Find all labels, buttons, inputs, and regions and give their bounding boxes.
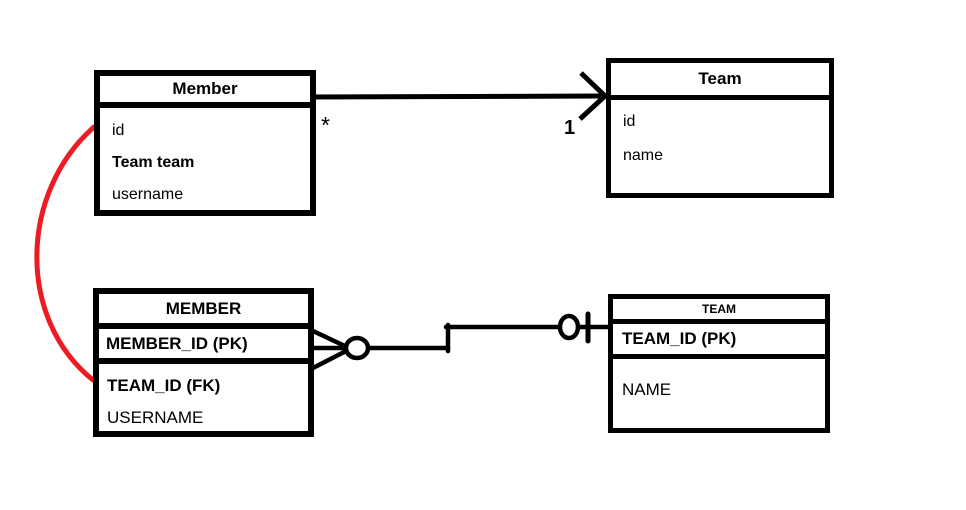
erd-member-primary-key: MEMBER_ID (PK) bbox=[99, 329, 308, 364]
erd-team-primary-key: TEAM_ID (PK) bbox=[613, 324, 825, 359]
uml-class-team-title: Team bbox=[611, 63, 829, 100]
red-highlight-curve bbox=[34, 124, 97, 383]
uml-field-id: id bbox=[112, 122, 125, 139]
erd-team-columns: NAME bbox=[613, 359, 825, 399]
association-arrowhead-icon bbox=[578, 71, 609, 121]
erd-table-member: MEMBER MEMBER_ID (PK) TEAM_ID (FK) USERN… bbox=[93, 288, 314, 437]
crows-foot-prong-bottom bbox=[310, 347, 351, 371]
erd-column-name: NAME bbox=[622, 380, 672, 399]
erd-column-username: USERNAME bbox=[107, 408, 204, 427]
uml-class-team-fields: id name bbox=[611, 100, 829, 173]
erd-relationship-line bbox=[310, 311, 613, 371]
uml-field-team-team: Team team bbox=[112, 154, 195, 171]
erd-table-team: TEAM TEAM_ID (PK) NAME bbox=[608, 294, 830, 433]
uml-class-team: Team id name bbox=[606, 58, 834, 198]
optional-circle-team-side bbox=[557, 313, 581, 341]
crows-foot-prong-top bbox=[310, 328, 350, 350]
uml-class-member-title: Member bbox=[100, 76, 310, 108]
erd-table-team-title: TEAM bbox=[613, 299, 825, 324]
association-shaft bbox=[311, 93, 604, 100]
uml-class-member-fields: id Team team username bbox=[100, 108, 310, 211]
uml-field-username: username bbox=[112, 186, 184, 203]
uml-field-team-name: name bbox=[623, 147, 664, 164]
multiplicity-one-label: 1 bbox=[564, 117, 576, 139]
erd-column-team-id-fk: TEAM_ID (FK) bbox=[107, 376, 221, 395]
uml-field-team-id: id bbox=[623, 113, 636, 130]
erd-member-columns: TEAM_ID (FK) USERNAME bbox=[99, 364, 308, 434]
uml-association-line bbox=[311, 71, 609, 121]
optional-circle-member-side bbox=[343, 335, 371, 361]
uml-class-member: Member id Team team username bbox=[94, 70, 316, 216]
erd-table-member-title: MEMBER bbox=[99, 294, 308, 329]
multiplicity-many-label: * bbox=[321, 112, 330, 138]
